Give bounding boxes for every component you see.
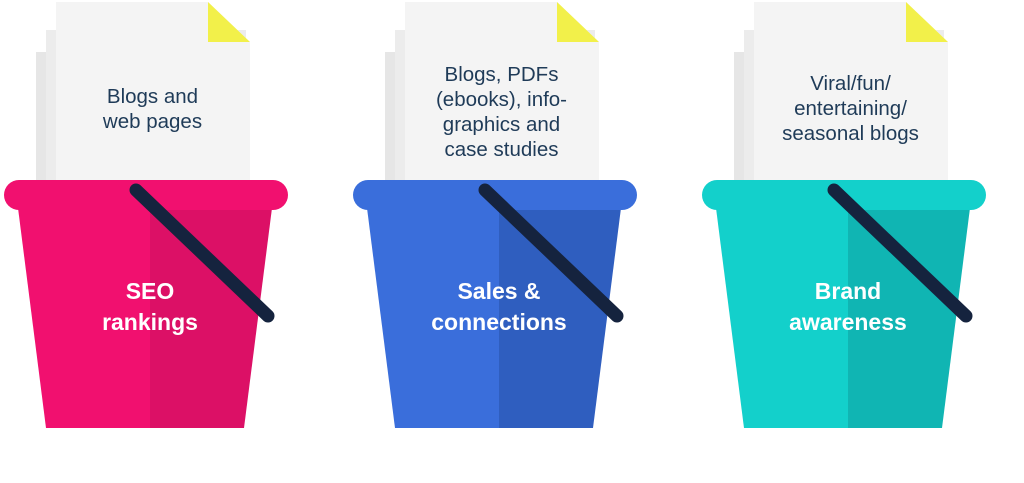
bucket: [353, 180, 637, 428]
page-fold-icon: [557, 2, 599, 42]
bucket-illustration: [353, 2, 637, 428]
document-stack: [385, 2, 599, 212]
bucket-illustration: [4, 2, 288, 428]
bucket-group-seo: Blogs and web pages SEO rankings: [0, 0, 300, 483]
document-stack: [36, 2, 250, 212]
bucket: [4, 180, 288, 428]
bucket-label: SEO rankings: [102, 278, 198, 335]
document-text: Viral/fun/ entertaining/ seasonal blogs: [782, 72, 919, 145]
document-text: Blogs and web pages: [102, 85, 203, 133]
bucket-body-left: [716, 208, 848, 428]
bucket: [702, 180, 986, 428]
bucket-group-brand: Viral/fun/ entertaining/ seasonal blogs …: [698, 0, 998, 483]
bucket-illustration: [702, 2, 986, 428]
bucket-label: Brand awareness: [789, 278, 907, 335]
document-stack: [734, 2, 948, 212]
bucket-handle: [827, 183, 973, 323]
page-fold-icon: [906, 2, 948, 42]
bucket-body-left: [18, 208, 150, 428]
document-text: Blogs, PDFs (ebooks), info- graphics and…: [435, 63, 568, 161]
bucket-body-left: [367, 208, 499, 428]
page-fold-icon: [208, 2, 250, 42]
bucket-body-right: [848, 208, 970, 428]
bucket-group-sales: Blogs, PDFs (ebooks), info- graphics and…: [349, 0, 649, 483]
bucket-label: Sales & connections: [431, 278, 567, 335]
bucket-body-right: [499, 208, 621, 428]
bucket-body-right: [150, 208, 272, 428]
bucket-handle: [129, 183, 275, 323]
bucket-handle: [478, 183, 624, 323]
